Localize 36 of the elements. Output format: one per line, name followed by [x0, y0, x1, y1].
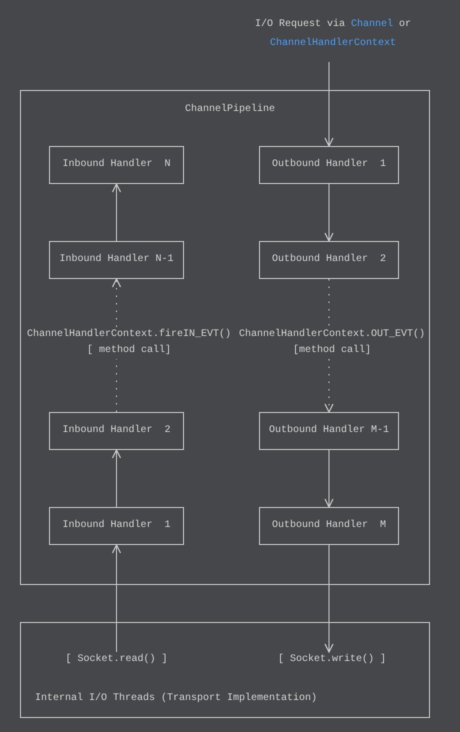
arrow — [324, 544, 334, 653]
annotation-text: [ Socket.write() ] — [278, 652, 386, 667]
handler-box — [49, 241, 184, 279]
handler-label: Outbound Handler M-1 — [268, 424, 390, 438]
handler-box — [49, 412, 184, 450]
handler-label: Outbound Handler 1 — [272, 158, 386, 172]
handler-box — [259, 507, 399, 545]
io-threads-frame — [20, 622, 430, 718]
annotation-text: ChannelHandlerContext.fireIN_EVT() — [26, 328, 232, 342]
handler-box — [259, 412, 399, 450]
annotation-text: [ Socket.read() ] — [65, 652, 168, 667]
handler-box — [49, 507, 184, 545]
arrow — [324, 358, 334, 413]
pipeline-title: ChannelPipeline — [185, 103, 276, 117]
pipeline-frame — [20, 90, 430, 585]
annotation-note: [method call] — [292, 344, 371, 358]
arrow — [112, 278, 122, 328]
handler-box — [49, 146, 184, 184]
io-threads-label: Internal I/O Threads (Transport Implementation) — [35, 692, 318, 706]
arrow — [324, 450, 334, 508]
arrow — [324, 62, 334, 147]
arrow — [112, 449, 122, 508]
handler-label: Outbound Handler 2 — [272, 253, 386, 267]
arrow — [112, 544, 122, 652]
handler-label: Inbound Handler N-1 — [59, 253, 174, 267]
handler-label: Inbound Handler 2 — [62, 424, 171, 438]
handler-label: Inbound Handler 1 — [62, 519, 171, 533]
handler-box — [259, 241, 399, 279]
handler-label: Inbound Handler N — [62, 158, 171, 172]
handler-box — [259, 146, 399, 184]
annotation-text: I/O Request via Channel or ChannelHandlerContext — [254, 18, 412, 51]
arrow — [112, 183, 122, 242]
handler-label: Outbound Handler M — [272, 519, 386, 533]
arrow — [324, 184, 334, 242]
annotation-text: ChannelHandlerContext.OUT_EVT() — [238, 328, 426, 342]
annotation-note: [ method call] — [86, 344, 171, 358]
